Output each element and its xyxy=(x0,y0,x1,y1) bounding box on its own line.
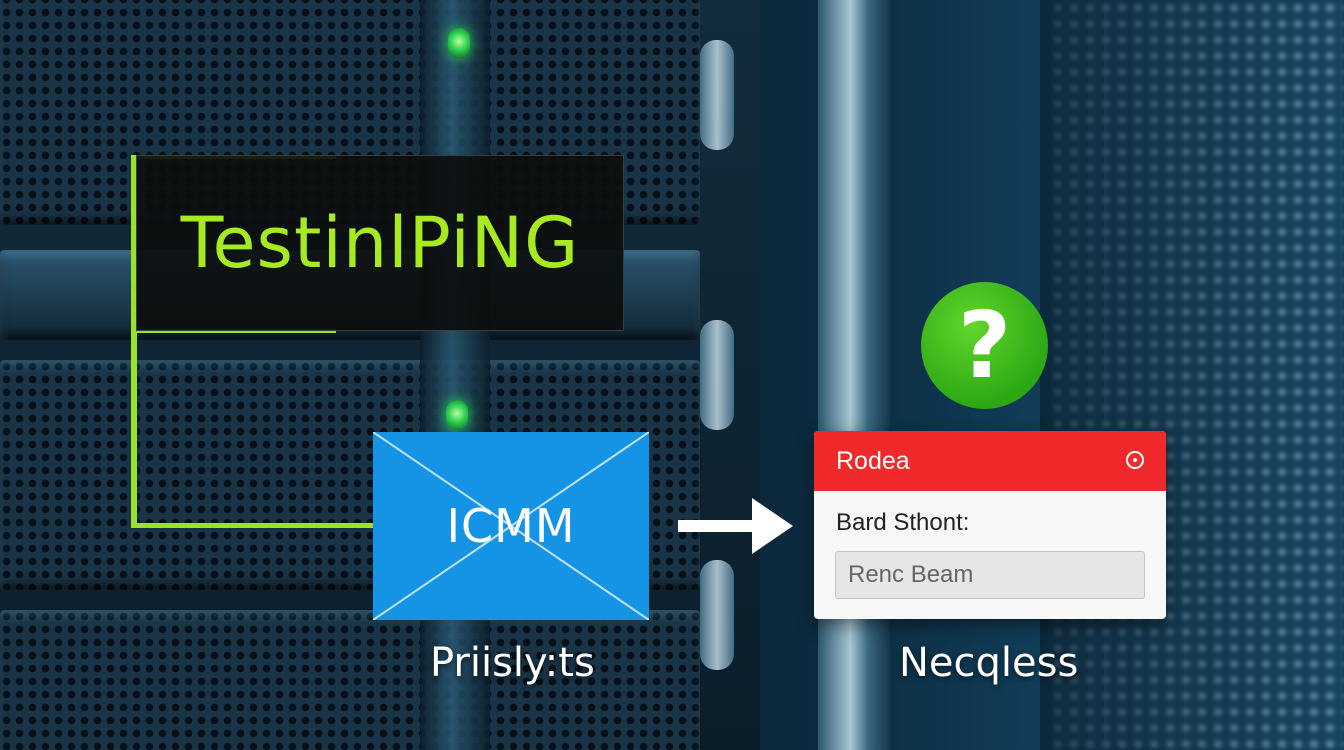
rack-bezel xyxy=(420,0,490,750)
rack-handle xyxy=(700,40,734,150)
dialog-header: Rodea xyxy=(814,431,1166,491)
server-unit xyxy=(0,610,700,750)
caption-left: Priisly:ts xyxy=(430,640,595,686)
target-icon[interactable] xyxy=(1126,451,1144,469)
envelope-icon: ICMM xyxy=(373,432,649,620)
connector-line xyxy=(131,155,137,527)
request-dialog: Rodea Bard Sthont: Renc Beam xyxy=(814,431,1166,619)
rack-handle xyxy=(700,320,734,430)
rack-handle xyxy=(700,560,734,670)
caption-right: Necqless xyxy=(899,640,1079,686)
envelope-flap-lines xyxy=(373,432,649,620)
status-led-icon xyxy=(446,400,468,430)
title-panel: TestinlPiNG xyxy=(136,155,624,331)
text-input-field[interactable]: Renc Beam xyxy=(835,551,1145,599)
arrow-right-icon xyxy=(678,498,793,554)
dialog-title: Rodea xyxy=(836,447,910,475)
question-mark-icon[interactable]: ? xyxy=(921,282,1048,409)
field-label: Bard Sthont: xyxy=(836,509,970,536)
title-text: TestinlPiNG xyxy=(180,202,580,284)
rack-post xyxy=(818,0,890,750)
connector-line xyxy=(131,329,336,333)
connector-line xyxy=(131,523,381,528)
rack-glow xyxy=(1040,0,1344,750)
envelope-label: ICMM xyxy=(446,499,576,553)
status-led-icon xyxy=(448,28,470,58)
